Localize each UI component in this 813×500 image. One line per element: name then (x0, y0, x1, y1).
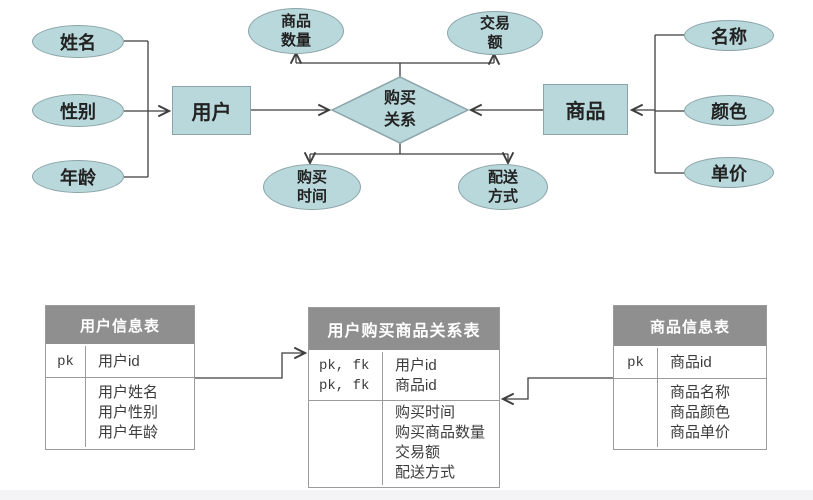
attr-ellipse-transaction-amount: 交易 额 (447, 11, 543, 55)
table-row: pk 商品id (614, 348, 766, 379)
relation-diamond-label: 购买 关系 (383, 90, 416, 129)
table-row: 用户姓名 用户性别 用户年龄 (46, 378, 194, 447)
table-product-info: 商品信息表 pk 商品id 商品名称 商品颜色 商品单价 (613, 305, 767, 450)
attr-ellipse-name: 姓名 (32, 25, 124, 58)
table-user-info: 用户信息表 pk 用户id 用户姓名 用户性别 用户年龄 (45, 305, 195, 450)
attr-ellipse-product-name: 名称 (684, 20, 774, 51)
relation-diamond (330, 76, 470, 144)
table-relation-title: 用户购买商品关系表 (309, 308, 499, 352)
bottom-strip (0, 490, 813, 500)
product-attrs-connector (654, 34, 685, 174)
attr-ellipse-age: 年龄 (32, 160, 124, 193)
relation-bottom-connector (310, 143, 508, 155)
entity-user: 用户 (172, 86, 251, 135)
attr-ellipse-gender: 性别 (32, 94, 124, 127)
pk-fk-cell: pk, fk pk, fk (309, 352, 383, 400)
entity-product: 商品 (543, 84, 628, 135)
empty-key-cell (614, 379, 658, 447)
pk-cell: pk (614, 348, 658, 378)
table-product-info-title: 商品信息表 (614, 306, 766, 348)
attr-cell: 购买时间 购买商品数量 交易额 配送方式 (395, 404, 486, 481)
key-value-cell: 商品id (670, 354, 712, 371)
attr-ellipse-product-color: 颜色 (684, 95, 774, 126)
attr-ellipse-purchase-time: 购买 时间 (263, 164, 361, 210)
attr-ellipse-product-quantity: 商品 数量 (248, 8, 344, 54)
table-row: 购买时间 购买商品数量 交易额 配送方式 (309, 401, 499, 485)
table-user-info-title: 用户信息表 (46, 306, 194, 346)
producttable-relationtable-arrow (503, 377, 613, 399)
attr-cell: 用户姓名 用户性别 用户年龄 (98, 383, 159, 441)
table-row: pk, fk pk, fk 用户id 商品id (309, 352, 499, 401)
attr-cell: 商品名称 商品颜色 商品单价 (670, 384, 731, 441)
relation-top-connector (296, 62, 494, 77)
empty-key-cell (46, 378, 86, 447)
user-attrs-connector (124, 40, 149, 178)
key-value-cell: 用户id 商品id (395, 357, 437, 394)
table-row: pk 用户id (46, 346, 194, 378)
attr-ellipse-delivery-method: 配送 方式 (458, 164, 548, 210)
pk-cell: pk (46, 346, 86, 377)
table-row: 商品名称 商品颜色 商品单价 (614, 379, 766, 447)
table-user-product-relation: 用户购买商品关系表 pk, fk pk, fk 用户id 商品id 购买时间 购… (308, 307, 500, 488)
key-value-cell: 用户id (98, 352, 140, 370)
usertable-relationtable-arrow (195, 353, 305, 379)
attr-ellipse-unit-price: 单价 (684, 157, 774, 188)
empty-key-cell (309, 401, 383, 485)
